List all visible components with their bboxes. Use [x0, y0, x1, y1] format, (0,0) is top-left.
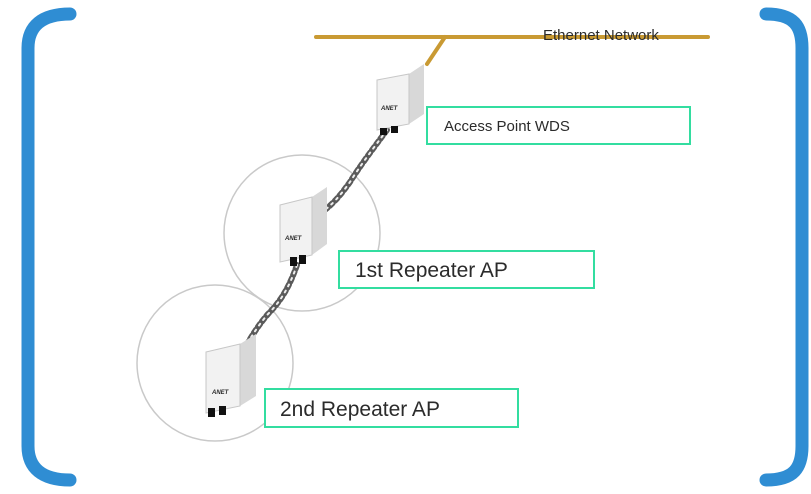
repeater-1-brand: ANET [284, 236, 303, 242]
access-point-label-box: Access Point WDS [426, 106, 691, 145]
left-bracket [21, 7, 77, 487]
access-point-brand: ANET [380, 106, 399, 112]
repeater-2-label-box: 2nd Repeater AP [264, 388, 519, 428]
access-point-label: Access Point WDS [444, 118, 570, 135]
repeater-2-device: ANET [205, 334, 256, 417]
repeater-2-brand: ANET [211, 390, 230, 396]
ethernet-network-label: Ethernet Network [543, 27, 659, 44]
repeater-1-label-box: 1st Repeater AP [338, 250, 595, 289]
repeater-1-device: ANET [279, 187, 327, 266]
ethernet-network-line [314, 35, 710, 66]
repeater-2-coverage-circle [136, 284, 294, 442]
repeater-1-label: 1st Repeater AP [355, 259, 508, 282]
access-point-device: ANET [376, 64, 424, 135]
wireless-link-ap-to-repeater-1-highlight [321, 129, 388, 213]
right-bracket [759, 7, 809, 487]
repeater-2-label: 2nd Repeater AP [280, 398, 440, 421]
repeater-1-coverage-circle [223, 154, 381, 312]
